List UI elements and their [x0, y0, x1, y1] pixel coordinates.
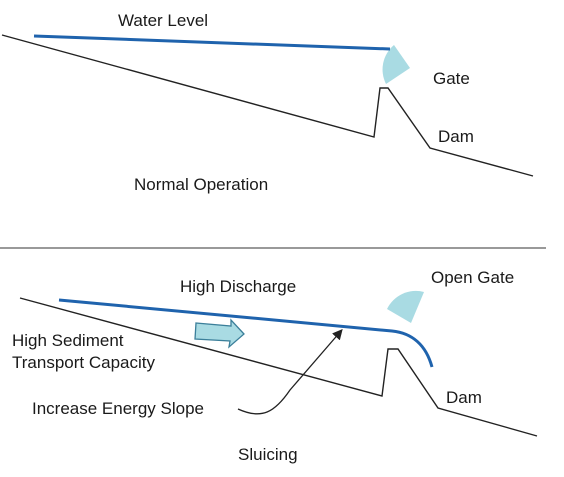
top-panel [1, 34, 534, 177]
bottom-panel [19, 290, 538, 437]
bottom-dam-label: Dam [446, 388, 482, 407]
top-water-level-line [33, 34, 391, 51]
energy-slope-label: Increase Energy Slope [32, 399, 204, 418]
water-level-label: Water Level [118, 11, 209, 30]
flow-direction-arrow [194, 318, 245, 349]
gate-label: Gate [433, 69, 470, 88]
normal-operation-caption: Normal Operation [134, 175, 269, 194]
bottom-open-gate [387, 290, 424, 323]
sediment-label-line1: High Sediment [12, 331, 124, 350]
bottom-water-surface [58, 298, 434, 368]
energy-slope-pointer [237, 329, 343, 415]
bottom-ground-profile [19, 297, 538, 437]
sediment-label-line2: Transport Capacity [12, 353, 155, 372]
open-gate-label: Open Gate [431, 268, 515, 287]
top-gate [382, 45, 410, 84]
high-discharge-label: High Discharge [180, 277, 297, 296]
top-dam-label: Dam [438, 127, 474, 146]
top-ground-profile [1, 34, 534, 177]
sluicing-caption: Sluicing [238, 445, 298, 464]
